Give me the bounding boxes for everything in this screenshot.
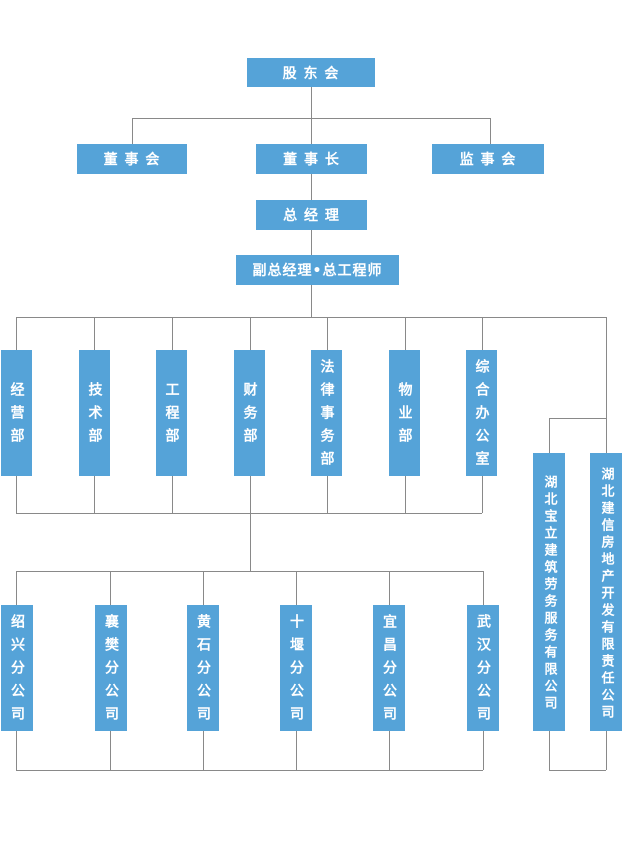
connector-line <box>94 476 95 513</box>
connector-line <box>483 731 484 770</box>
node-dept-general-office: 综合办公室 <box>466 350 497 476</box>
node-company-baoli-construction-labor: 湖北宝立建筑劳务服务有限公司 <box>533 453 565 731</box>
connector-line <box>327 476 328 513</box>
connector-line <box>482 317 483 350</box>
node-branch-shaoxing: 绍兴分公司 <box>1 605 33 731</box>
connector-line <box>172 476 173 513</box>
connector-line <box>132 118 133 144</box>
connector-line <box>311 285 312 317</box>
node-branch-wuhan: 武汉分公司 <box>467 605 499 731</box>
connector-line <box>172 317 173 350</box>
connector-line <box>549 418 606 419</box>
node-branch-yichang: 宜昌分公司 <box>373 605 405 731</box>
connector-line <box>606 317 607 453</box>
node-chairman: 董 事 长 <box>256 144 367 174</box>
connector-line <box>16 571 483 572</box>
connector-line <box>549 770 606 771</box>
connector-line <box>250 513 251 571</box>
connector-line <box>490 118 491 144</box>
connector-line <box>327 317 328 350</box>
connector-line <box>16 476 17 513</box>
node-deputy-gm-chief-engineer: 副总经理•总工程师 <box>236 255 399 285</box>
node-dept-finance: 财务部 <box>234 350 265 476</box>
connector-line <box>311 230 312 255</box>
connector-line <box>482 476 483 513</box>
connector-line <box>110 731 111 770</box>
connector-line <box>250 476 251 513</box>
connector-line <box>311 174 312 200</box>
connector-line <box>16 513 482 514</box>
connector-line <box>16 571 17 605</box>
node-shareholders-meeting: 股 东 会 <box>247 58 375 87</box>
node-supervisory-board: 监 事 会 <box>432 144 544 174</box>
connector-line <box>405 317 406 350</box>
connector-line <box>16 317 17 350</box>
node-branch-xiangfan: 襄樊分公司 <box>95 605 127 731</box>
node-dept-technology: 技术部 <box>79 350 110 476</box>
connector-line <box>389 731 390 770</box>
connector-line <box>132 118 491 119</box>
connector-line <box>311 87 312 144</box>
connector-line <box>203 571 204 605</box>
connector-line <box>16 731 17 770</box>
connector-line <box>296 571 297 605</box>
connector-line <box>389 571 390 605</box>
node-company-jianxin-real-estate: 湖北建信房地产开发有限责任公司 <box>590 453 622 731</box>
node-dept-operations: 经营部 <box>1 350 32 476</box>
connector-line <box>16 770 483 771</box>
connector-line <box>16 317 606 318</box>
connector-line <box>203 731 204 770</box>
connector-line <box>250 317 251 350</box>
node-dept-legal-affairs: 法律事务部 <box>311 350 342 476</box>
node-board-of-directors: 董 事 会 <box>77 144 187 174</box>
node-general-manager: 总 经 理 <box>256 200 367 230</box>
connector-line <box>94 317 95 350</box>
connector-line <box>483 571 484 605</box>
connector-line <box>405 476 406 513</box>
connector-line <box>296 731 297 770</box>
node-branch-huangshi: 黄石分公司 <box>187 605 219 731</box>
connector-line <box>606 731 607 770</box>
connector-line <box>549 731 550 770</box>
connector-line <box>110 571 111 605</box>
node-branch-shiyan: 十堰分公司 <box>280 605 312 731</box>
connector-line <box>549 418 550 453</box>
node-dept-property: 物业部 <box>389 350 420 476</box>
node-dept-engineering: 工程部 <box>156 350 187 476</box>
